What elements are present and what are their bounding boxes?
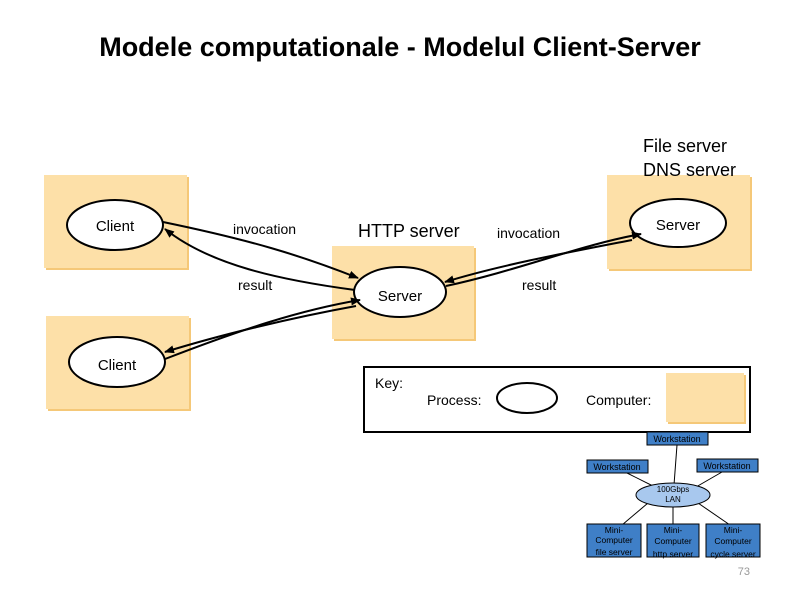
workstation-left-label: Workstation <box>593 462 640 472</box>
client-process-1-label: Client <box>96 218 135 235</box>
file-server-title-line2: DNS server <box>643 160 736 180</box>
workstation-top <box>646 431 709 446</box>
key-process-label: Process: <box>427 392 481 408</box>
slide-title: Modele computationale - Modelul Client-S… <box>99 32 701 62</box>
result-left-label: result <box>238 277 272 293</box>
workstation-right-label: Workstation <box>703 461 750 471</box>
lan-label-line2: LAN <box>665 495 681 504</box>
mini2-label-1: Mini- <box>664 525 683 535</box>
result-arrow-client2 <box>164 305 357 354</box>
client-process-2 <box>68 336 166 388</box>
key-legend: Key: Process: Computer: <box>363 366 751 433</box>
key-computer-symbol <box>666 373 744 422</box>
key-computer-label: Computer: <box>586 392 651 408</box>
mini1-label-1: Mini- <box>605 525 624 535</box>
mini-computer-file <box>586 523 642 558</box>
workstation-top-label: Workstation <box>653 434 700 444</box>
client-process-2-label: Client <box>98 357 137 374</box>
file-server-title-line1: File server <box>643 136 727 156</box>
http-server-process-label: Server <box>378 288 422 305</box>
mini2-label-2: Computer <box>654 536 691 546</box>
mini2-label-3: http server <box>653 549 693 559</box>
invocation-arrow-right <box>445 231 642 287</box>
client-process-1 <box>66 199 164 251</box>
mini3-label-3: cycle server <box>710 549 756 559</box>
http-server-process <box>353 266 447 318</box>
lan-hub <box>635 482 711 508</box>
mini-computer-cycle <box>705 523 761 558</box>
network-diagram: Workstation Workstation Workstation 100G… <box>586 431 761 559</box>
invocation-arrow-client2 <box>164 297 361 360</box>
workstation-left <box>586 459 649 474</box>
http-server-title: HTTP server <box>358 221 460 241</box>
result-arrow-right <box>444 239 633 284</box>
result-arrow-left <box>164 228 356 291</box>
key-process-symbol <box>496 382 558 414</box>
mini1-label-3: file server <box>596 547 633 557</box>
workstation-right <box>696 458 759 473</box>
lan-label-line1: 100Gbps <box>657 485 689 494</box>
page-number: 73 <box>737 566 750 578</box>
invocation-right-label: invocation <box>497 225 560 241</box>
key-title: Key: <box>375 375 403 391</box>
invocation-left-label: invocation <box>233 221 296 237</box>
result-right-label: result <box>522 277 556 293</box>
invocation-arrow-left <box>162 221 359 279</box>
mini-computer-http <box>646 523 700 558</box>
file-server-process <box>629 198 727 248</box>
mini3-label-2: Computer <box>714 536 751 546</box>
mini3-label-1: Mini- <box>724 525 743 535</box>
file-server-process-label: Server <box>656 217 700 234</box>
mini1-label-2: Computer <box>595 535 632 545</box>
